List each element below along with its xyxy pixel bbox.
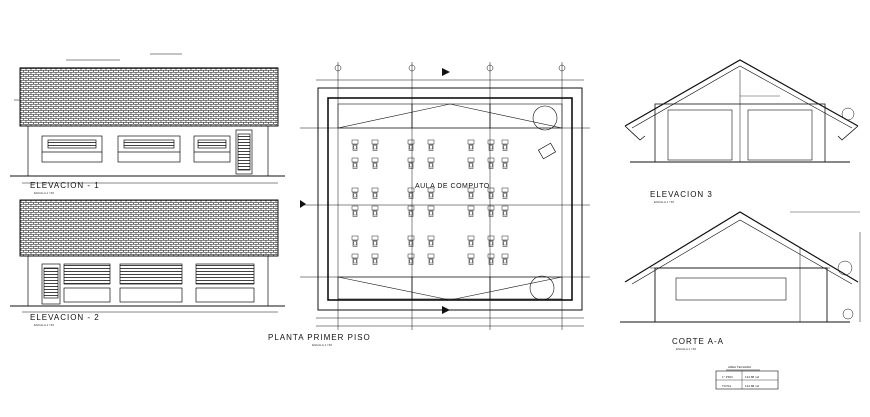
workstation (407, 139, 415, 151)
workstation (467, 139, 475, 151)
section-a-a (620, 211, 861, 323)
workstation (371, 205, 379, 217)
elevation-1-title: ELEVACION - 1 (30, 181, 100, 190)
floor-plan-walls (317, 87, 583, 311)
workstation (371, 157, 379, 169)
elevation-3-scale: ESCALA 1 / 50 (654, 200, 674, 204)
workstation (487, 235, 495, 247)
workstation (501, 139, 509, 151)
floor-plan-grid-lines (300, 62, 590, 330)
elevation-2-roof (19, 199, 279, 257)
workstation (371, 253, 379, 265)
workstation (351, 235, 359, 247)
workstation (487, 157, 495, 169)
elevation-2-wall (10, 255, 285, 307)
elevation-1-scale: ESCALA 1 / 50 (34, 191, 54, 195)
north-arrow (300, 68, 450, 314)
elevation-2-scale: ESCALA 1 / 50 (34, 323, 54, 327)
elevation-1-wall (10, 125, 285, 177)
elevation-2-title: ELEVACION - 2 (30, 313, 100, 322)
workstation (351, 139, 359, 151)
workstation (427, 253, 435, 265)
workstation (427, 205, 435, 217)
workstation (351, 187, 359, 199)
area-table: AREA TECHADA 1° PISO 134.88 m2 TOTAL 134… (715, 365, 779, 390)
elevation-3-title: ELEVACION 3 (650, 190, 713, 199)
area-row-label: TOTAL (722, 384, 732, 388)
workstation (501, 157, 509, 169)
workstation (371, 235, 379, 247)
elevation-1-annotations (14, 53, 278, 184)
workstation (371, 187, 379, 199)
workstation (407, 235, 415, 247)
workstation (501, 253, 509, 265)
workstation (351, 205, 359, 217)
area-row-label: 1° PISO (722, 375, 734, 379)
workstation (407, 253, 415, 265)
workstation (351, 253, 359, 265)
floor-plan-scale: ESCALA 1 / 50 (312, 343, 332, 347)
floor-plan: AULA DE COMPUTO PLANTA PRIMER PISO ESCAL… (268, 62, 590, 347)
workstation (467, 253, 475, 265)
workstation (487, 205, 495, 217)
area-row-value: 134.88 m2 (745, 375, 760, 379)
workstation (407, 157, 415, 169)
workstation (501, 187, 509, 199)
workstation (407, 187, 415, 199)
elevation-1-roof (19, 67, 279, 127)
workstation (427, 139, 435, 151)
area-row-value: 134.88 m2 (745, 384, 760, 388)
workstation (371, 139, 379, 151)
workstation (407, 205, 415, 217)
room-label: AULA DE COMPUTO (415, 183, 490, 190)
workstation (427, 157, 435, 169)
workstation (467, 235, 475, 247)
computer-workstations (351, 139, 509, 265)
workstation (487, 253, 495, 265)
workstation (351, 157, 359, 169)
section-title: CORTE A-A (672, 337, 724, 346)
elevation-3 (624, 59, 859, 163)
area-table-title: AREA TECHADA (728, 365, 751, 369)
workstation (467, 157, 475, 169)
elevation-2: ELEVACION - 2 ESCALA 1 / 50 (10, 199, 285, 327)
workstation (427, 235, 435, 247)
section-scale: ESCALA 1 / 50 (676, 347, 696, 351)
workstation (501, 205, 509, 217)
workstation (467, 205, 475, 217)
workstation (487, 139, 495, 151)
elevation-1: ELEVACION - 1 ESCALA 1 / 50 (10, 53, 285, 195)
floor-plan-title: PLANTA PRIMER PISO (268, 333, 371, 342)
workstation (501, 235, 509, 247)
